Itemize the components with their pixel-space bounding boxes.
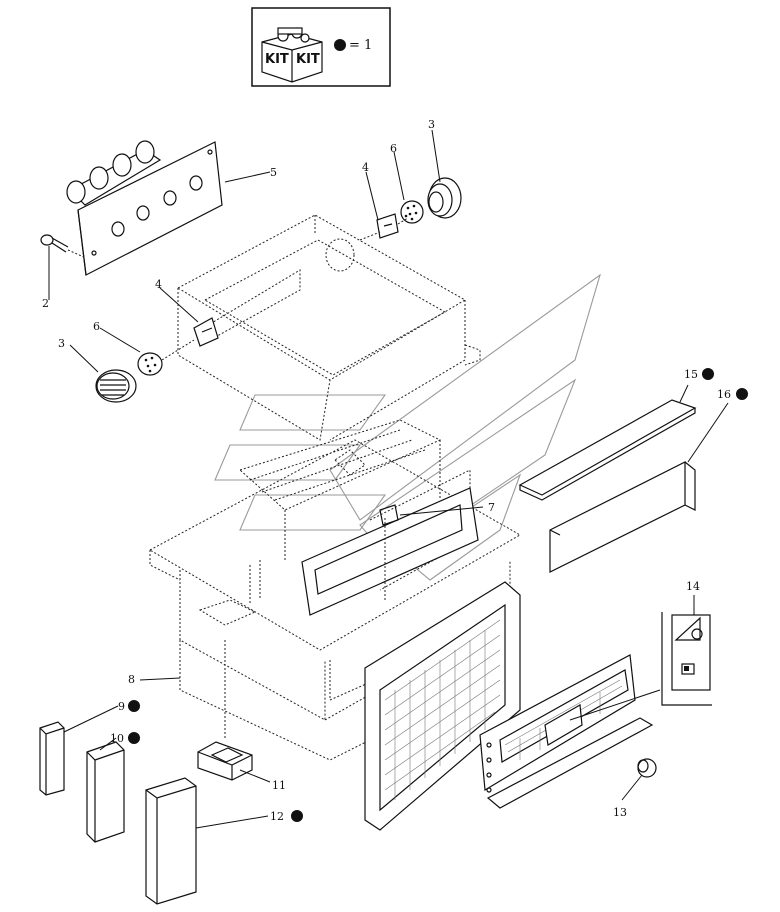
callout-12: 12 (270, 810, 284, 823)
callout-6-left: 6 (93, 320, 100, 333)
frame-part-7 (301, 487, 479, 616)
kit-dot-9 (128, 700, 140, 712)
callout-3-upper: 3 (428, 118, 435, 131)
door-panel (479, 654, 654, 809)
callout-8: 8 (128, 673, 135, 686)
cap-part-3-upper (427, 177, 462, 219)
clip-part-4-upper (376, 213, 399, 239)
callout-14: 14 (686, 580, 700, 593)
clip-part-4-left (193, 317, 219, 347)
pad-part-9 (39, 721, 65, 796)
screw-part-2 (40, 234, 87, 259)
kit-dot-15 (702, 368, 714, 380)
upper-housing (176, 214, 481, 441)
pad-part-10 (86, 741, 125, 843)
decal-part-14 (661, 612, 712, 706)
kit-label-right: KIT (296, 52, 320, 67)
callout-11: 11 (272, 779, 286, 792)
axis-line-upper (359, 217, 409, 241)
callout-7: 7 (488, 501, 495, 514)
switch-panel-part-5 (66, 140, 223, 276)
callout-4-left: 4 (155, 278, 162, 291)
callout-labels: 2 5 3 4 6 4 6 3 7 8 9 10 11 12 13 14 15 … (42, 118, 731, 823)
mesh-grille (364, 581, 521, 831)
callout-6-upper: 6 (390, 142, 397, 155)
cap-part-3-left (95, 369, 137, 403)
kit-box-icon (261, 27, 323, 83)
watermark-logo (214, 273, 601, 581)
callout-5: 5 (270, 166, 277, 179)
kit-dot-12 (291, 810, 303, 822)
kit-dot-16 (736, 388, 748, 400)
callout-9: 9 (118, 700, 125, 713)
kit-label-left: KIT (265, 52, 289, 67)
kit-dot-icon (334, 39, 346, 51)
knob-part-13 (637, 758, 657, 778)
kit-legend: KIT KIT = 1 (251, 7, 391, 87)
callout-13: 13 (613, 806, 627, 819)
callout-15: 15 (684, 368, 698, 381)
strip-part-15 (518, 399, 697, 501)
kit-equals-text: = 1 (349, 38, 372, 53)
kit-dot-10 (128, 732, 140, 744)
grommet-part-11 (197, 741, 253, 781)
callout-10: 10 (110, 732, 124, 745)
strip-part-16 (549, 461, 696, 573)
pad-part-12 (145, 777, 197, 905)
kit-marker-dots (128, 368, 748, 822)
callout-4-upper: 4 (362, 161, 369, 174)
leader-lines (48, 129, 729, 829)
ring-part-6-upper (400, 200, 424, 224)
ring-part-6-left (137, 352, 163, 376)
callout-2: 2 (42, 297, 49, 310)
callout-16: 16 (717, 388, 731, 401)
callout-3-left: 3 (58, 337, 65, 350)
lower-housing (148, 419, 522, 761)
